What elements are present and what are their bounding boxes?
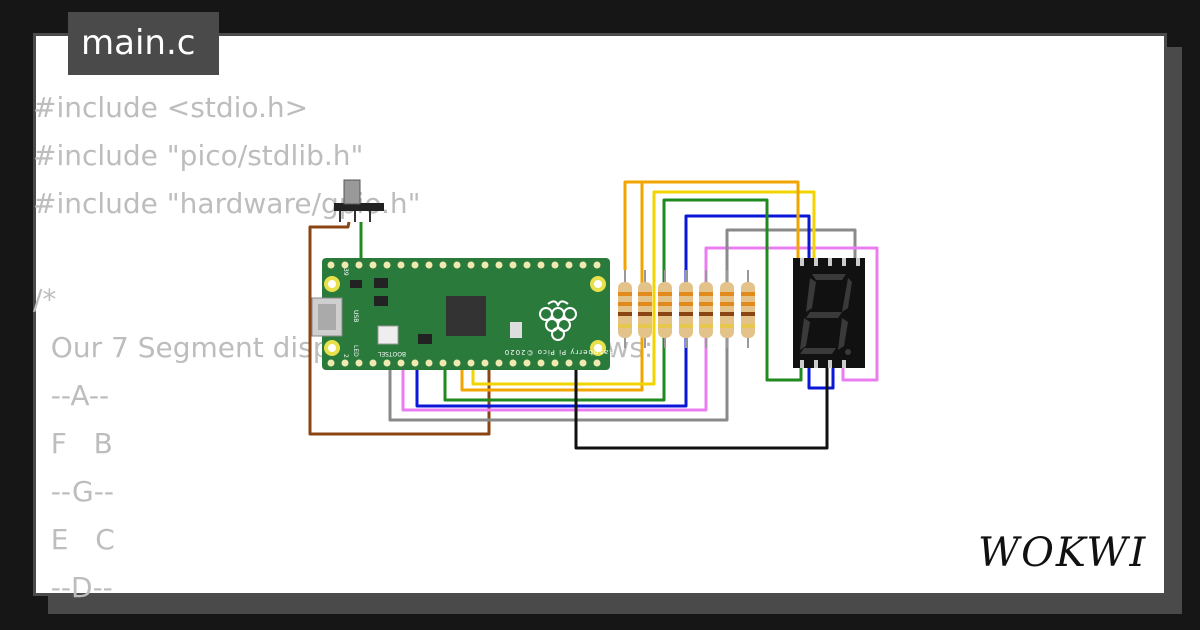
wire-orange-top <box>625 180 800 258</box>
file-tab[interactable]: main.c <box>68 12 219 75</box>
resistor[interactable] <box>741 270 755 348</box>
pin-number: 39 <box>342 268 349 276</box>
wire-blue <box>415 214 835 408</box>
resistor[interactable] <box>699 270 713 348</box>
code-line: #include <stdio.h> <box>33 91 309 124</box>
pico-board[interactable]: Raspberry Pi Pico ©2020 USB LED BOOTSEL … <box>311 258 614 370</box>
pin-number: 2 <box>342 354 349 358</box>
resistor[interactable] <box>720 270 734 348</box>
pico-pins-bottom <box>327 359 601 367</box>
rp2040-chip <box>446 296 486 336</box>
wire-brown <box>308 221 491 436</box>
wire-black <box>574 368 829 450</box>
code-line: #include "pico/stdlib.h" <box>33 139 364 172</box>
resistor[interactable] <box>638 270 652 348</box>
code-line: E C <box>33 523 115 556</box>
code-line: /* <box>33 283 57 316</box>
wire-yellow <box>471 190 816 386</box>
code-line: --A-- <box>33 379 110 412</box>
raspberry-pi-logo-icon <box>539 300 577 341</box>
resistor[interactable] <box>658 270 672 348</box>
code-line: F B <box>33 427 113 460</box>
wokwi-logo: WOKWI <box>978 530 1148 576</box>
bootsel-button[interactable] <box>377 325 399 345</box>
resistor[interactable] <box>618 270 632 348</box>
board-name: Raspberry Pi Pico ©2020 <box>504 348 614 356</box>
resistor[interactable] <box>679 270 693 348</box>
digit-segments <box>800 274 852 355</box>
code-line: --D-- <box>33 571 113 604</box>
usb-label: USB <box>352 310 359 322</box>
bootsel-label: BOOTSEL <box>377 350 406 357</box>
code-line: --G-- <box>33 475 114 508</box>
seven-segment-display[interactable] <box>793 258 865 368</box>
slide-switch-icon[interactable] <box>334 179 384 222</box>
wire-green-1 <box>443 198 803 402</box>
pico-pins-top <box>327 261 601 269</box>
usb-port-icon <box>311 297 343 337</box>
resistor-array <box>618 270 755 348</box>
wires <box>308 180 879 450</box>
wire-pink <box>401 246 879 412</box>
led-label: LED <box>352 345 359 357</box>
